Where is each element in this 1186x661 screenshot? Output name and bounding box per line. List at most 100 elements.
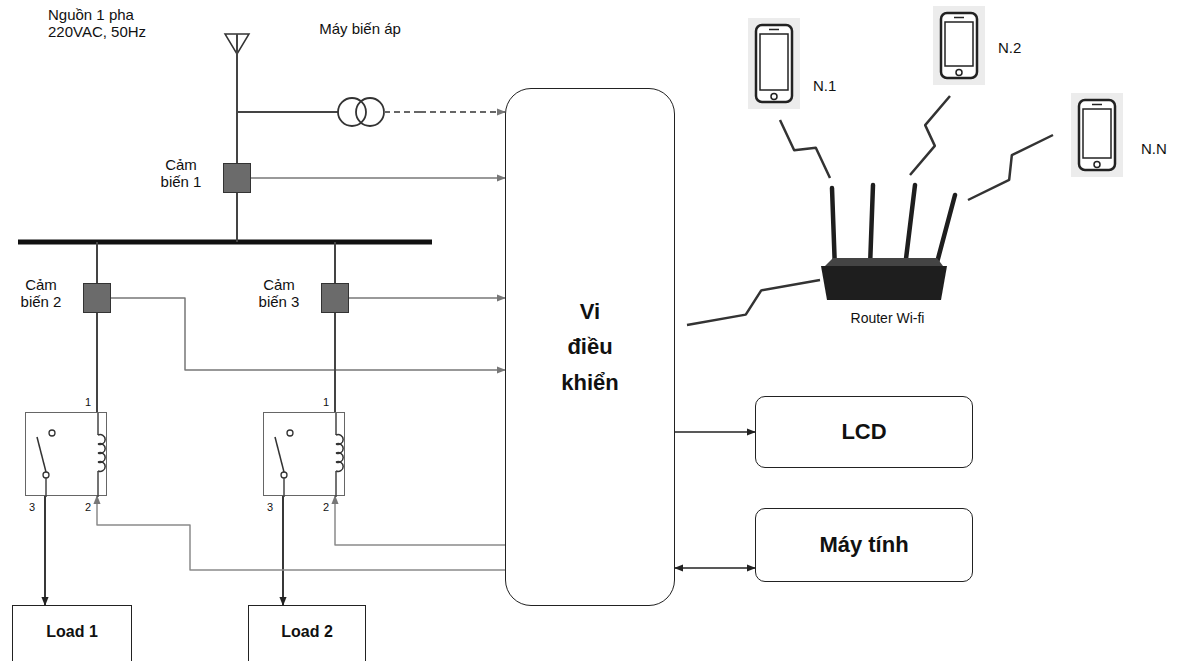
load-box: Load 1 <box>12 605 132 661</box>
wireless-link <box>687 280 820 325</box>
wireless-link <box>780 120 830 178</box>
part-label: Cảm biến 2 <box>10 276 72 311</box>
part-label: Nguồn 1 pha 220VAC, 50Hz <box>48 6 163 41</box>
phone-button <box>771 94 777 100</box>
part-label: N.2 <box>998 39 1034 56</box>
current-sensor: Cảm biến 1 <box>150 163 251 193</box>
current-sensor: Cảm biến 2 <box>10 283 111 313</box>
power-wire <box>236 34 238 58</box>
sensor-square <box>223 163 251 193</box>
pin-number: 1 <box>82 396 94 409</box>
transformer-coil <box>338 98 366 126</box>
part-label: N.1 <box>813 77 849 94</box>
connector <box>251 177 505 179</box>
phone-body <box>756 25 792 102</box>
load-box: Load 2 <box>248 605 366 661</box>
relay-wire <box>335 413 337 435</box>
router-antenna <box>832 188 835 270</box>
phone: N.2 <box>930 3 1035 88</box>
connector <box>237 111 320 113</box>
phone-screen <box>760 34 788 90</box>
sensor-square <box>83 283 111 313</box>
phone-speaker <box>769 29 779 31</box>
box-label: Máy tính <box>819 532 908 557</box>
sensor-square <box>321 283 349 313</box>
switch-contact <box>287 430 293 436</box>
phone: N.N <box>1068 90 1180 180</box>
router-body <box>821 266 947 300</box>
box-label: Load 1 <box>46 623 98 641</box>
relay-coil <box>336 435 343 472</box>
part-label: Máy biến áp <box>300 20 420 37</box>
pin-number: 2 <box>82 501 94 514</box>
relay-wire <box>45 478 47 497</box>
phone-screen <box>945 22 973 66</box>
microcontroller: Vi điều khiển <box>505 88 675 606</box>
box-label: LCD <box>841 419 886 444</box>
power-source: Nguồn 1 pha 220VAC, 50Hz <box>48 4 253 58</box>
wifi-router: Router Wi-fi <box>815 180 960 330</box>
phone-speaker <box>1092 104 1102 106</box>
switch-blade <box>275 437 284 472</box>
pin-number: 3 <box>26 501 38 514</box>
connector <box>111 298 505 370</box>
router-antenna <box>870 185 873 267</box>
part-label: N.N <box>1141 140 1179 157</box>
relay-wire <box>97 471 99 497</box>
connector <box>282 496 284 605</box>
connector <box>349 297 505 299</box>
power-wire <box>236 193 238 242</box>
switch-contact <box>49 430 55 436</box>
transformer: Máy biến áp <box>320 20 420 128</box>
relay-coil <box>98 435 105 472</box>
phone-background <box>748 18 800 109</box>
pin-number: 1 <box>320 396 332 409</box>
router-antenna <box>905 185 915 267</box>
phone-background <box>1071 93 1123 177</box>
power-wire <box>320 111 338 113</box>
connector <box>334 313 336 412</box>
phone: N.1 <box>745 15 850 112</box>
connector <box>420 111 505 113</box>
phone-button <box>1094 162 1100 168</box>
node-illustration <box>264 413 346 497</box>
lcd-box: LCD <box>755 396 973 468</box>
box-label: Vi điều khiển <box>555 294 625 400</box>
connector <box>44 496 46 605</box>
node-illustration <box>815 180 960 330</box>
part-label: Router Wi-fi <box>815 310 960 326</box>
relay: 132 <box>25 412 107 496</box>
pin-number: 2 <box>320 501 332 514</box>
phone-button <box>956 70 962 76</box>
phone-speaker <box>954 17 964 19</box>
transformer-coil <box>356 98 384 126</box>
switch-contact <box>281 472 287 478</box>
phone-body <box>941 13 977 78</box>
connector <box>96 313 98 412</box>
router-antenna <box>935 195 955 270</box>
router-top <box>825 258 943 266</box>
relay: 132 <box>263 412 345 496</box>
connector <box>97 496 505 570</box>
phone-screen <box>1083 109 1111 158</box>
connector <box>675 431 755 433</box>
wireless-link <box>968 135 1053 200</box>
pin-number: 3 <box>264 501 276 514</box>
phone-body <box>1079 100 1115 170</box>
connector <box>335 496 505 545</box>
current-sensor: Cảm biến 3 <box>248 283 349 313</box>
node-illustration <box>1068 90 1180 180</box>
part-label: Cảm biến 3 <box>248 276 310 311</box>
power-wire <box>96 242 98 283</box>
relay-wire <box>97 413 99 435</box>
dashed-link <box>384 111 420 113</box>
box-label: Load 2 <box>281 623 333 641</box>
part-label: Cảm biến 1 <box>150 156 212 191</box>
computer-box: Máy tính <box>755 508 973 582</box>
bus-bar <box>18 240 432 245</box>
connector <box>675 567 755 569</box>
phone-background <box>933 6 985 85</box>
node-illustration <box>745 15 850 112</box>
switch-blade <box>37 437 46 472</box>
